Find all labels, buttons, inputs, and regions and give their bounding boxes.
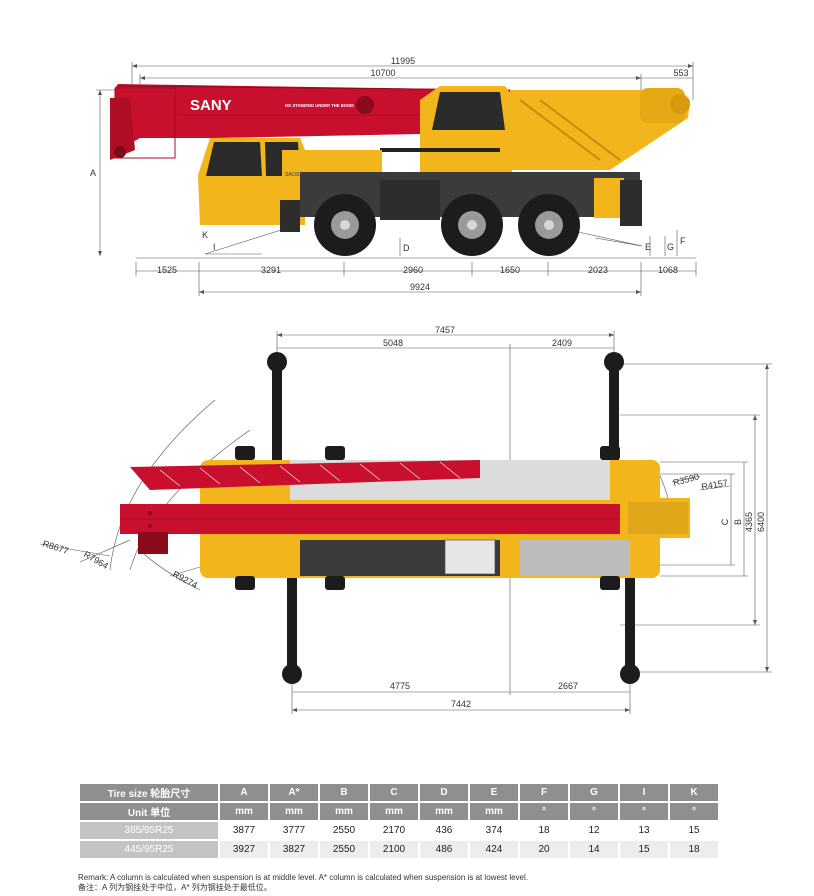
unit-cell: °	[670, 803, 718, 820]
remarks: Remark: A column is calculated when susp…	[78, 873, 528, 893]
value-cell: 18	[520, 822, 568, 839]
unit-cell: °	[620, 803, 668, 820]
dim-axle-5: 2023	[588, 265, 608, 275]
table-row: 445/95R25 3927 3827 2550 2100 486 424 20…	[80, 841, 718, 858]
header-col: A*	[270, 784, 318, 801]
dim-boom-length: 10700	[370, 68, 395, 78]
dim-width-4365: 4365	[744, 512, 754, 532]
value-cell: 2550	[320, 822, 368, 839]
dim-outrigger-span-top: 7457	[435, 325, 455, 335]
dim-letter-A: A	[90, 168, 96, 178]
dim-radius-3: R9274	[171, 569, 199, 590]
value-cell: 3927	[220, 841, 268, 858]
dim-axle-2: 3291	[261, 265, 281, 275]
value-cell: 20	[520, 841, 568, 858]
dim-axle-1: 1525	[157, 265, 177, 275]
header-tire-size: Tire size 轮胎尺寸	[80, 784, 218, 801]
value-cell: 3827	[270, 841, 318, 858]
outrigger-pad-front-right	[282, 664, 302, 684]
tire-spec-table: Tire size 轮胎尺寸 A A* B C D E F G I K Unit…	[78, 782, 720, 860]
value-cell: 15	[620, 841, 668, 858]
dim-letter-D: D	[403, 243, 410, 253]
header-col: A	[220, 784, 268, 801]
dim-axle-4: 1650	[500, 265, 520, 275]
outrigger-pad-rear-left	[604, 352, 624, 372]
value-cell: 2100	[370, 841, 418, 858]
unit-cell: mm	[470, 803, 518, 820]
unit-cell: mm	[420, 803, 468, 820]
dim-rear-part-bottom: 2667	[558, 681, 578, 691]
value-cell: 15	[670, 822, 718, 839]
dim-front-part-bottom: 4775	[390, 681, 410, 691]
unit-label: Unit 单位	[80, 803, 218, 820]
value-cell: 436	[420, 822, 468, 839]
value-cell: 14	[570, 841, 618, 858]
unit-cell: °	[570, 803, 618, 820]
dim-letter-F: F	[680, 236, 686, 246]
value-cell: 12	[570, 822, 618, 839]
value-cell: 3777	[270, 822, 318, 839]
dim-radius-5: R4157	[701, 478, 729, 492]
remark-english: Remark: A column is calculated when susp…	[78, 873, 529, 882]
tire-size-cell: 385/95R25	[80, 822, 218, 839]
unit-cell: mm	[270, 803, 318, 820]
value-cell: 374	[470, 822, 518, 839]
value-cell: 3877	[220, 822, 268, 839]
header-col: C	[370, 784, 418, 801]
table-unit-row: Unit 单位 mm mm mm mm mm mm ° ° ° °	[80, 803, 718, 820]
remark-chinese: 备注：A 列为钢挂处于中位，A* 列为钢挂处于最低位。	[78, 883, 272, 892]
dim-width-B: B	[733, 519, 743, 525]
dim-front-part-top: 5048	[383, 338, 403, 348]
header-col: K	[670, 784, 718, 801]
model-label: SAC600E	[285, 172, 308, 178]
dim-width-6400: 6400	[756, 512, 766, 532]
tire-size-cell: 445/95R25	[80, 841, 218, 858]
dim-width-C: C	[720, 518, 730, 525]
unit-cell: mm	[320, 803, 368, 820]
header-col: E	[470, 784, 518, 801]
dim-radius-1: R8677	[41, 538, 69, 556]
brand-logo: SANY	[190, 97, 232, 114]
value-cell: 2550	[320, 841, 368, 858]
boom-warning: NO STANDING UNDER THE BOOM	[285, 103, 354, 108]
value-cell: 18	[670, 841, 718, 858]
value-cell: 13	[620, 822, 668, 839]
table-row: 385/95R25 3877 3777 2550 2170 436 374 18…	[80, 822, 718, 839]
dim-outrigger-span-bottom: 7442	[451, 699, 471, 709]
dim-overall-length: 11995	[391, 56, 415, 66]
outrigger-pad-rear-right	[620, 664, 640, 684]
value-cell: 486	[420, 841, 468, 858]
dim-total-length: 9924	[410, 282, 430, 292]
dim-axle-3: 2960	[403, 265, 423, 275]
header-col: D	[420, 784, 468, 801]
unit-cell: mm	[220, 803, 268, 820]
dim-radius-2: R7964	[82, 549, 110, 571]
header-col: I	[620, 784, 668, 801]
outrigger-pad-front-left	[267, 352, 287, 372]
top-view-drawing: 7457 5048 2409 4775 2667 7442 C B 4365 6…	[39, 325, 772, 714]
dim-axle-6: 1068	[658, 265, 678, 275]
dim-letter-G: G	[667, 242, 674, 252]
dim-letter-E: E	[645, 242, 651, 252]
table-header-row: Tire size 轮胎尺寸 A A* B C D E F G I K	[80, 784, 718, 801]
unit-cell: °	[520, 803, 568, 820]
dim-letter-I: I	[213, 242, 216, 252]
dim-front-overhang: 553	[673, 68, 688, 78]
dim-rear-part-top: 2409	[552, 338, 572, 348]
dim-letter-K: K	[202, 230, 208, 240]
header-col: G	[570, 784, 618, 801]
side-view-drawing: SAC600E SANY NO STANDING UNDER THE BOOM …	[90, 56, 697, 296]
header-col: B	[320, 784, 368, 801]
value-cell: 424	[470, 841, 518, 858]
value-cell: 2170	[370, 822, 418, 839]
header-col: F	[520, 784, 568, 801]
unit-cell: mm	[370, 803, 418, 820]
